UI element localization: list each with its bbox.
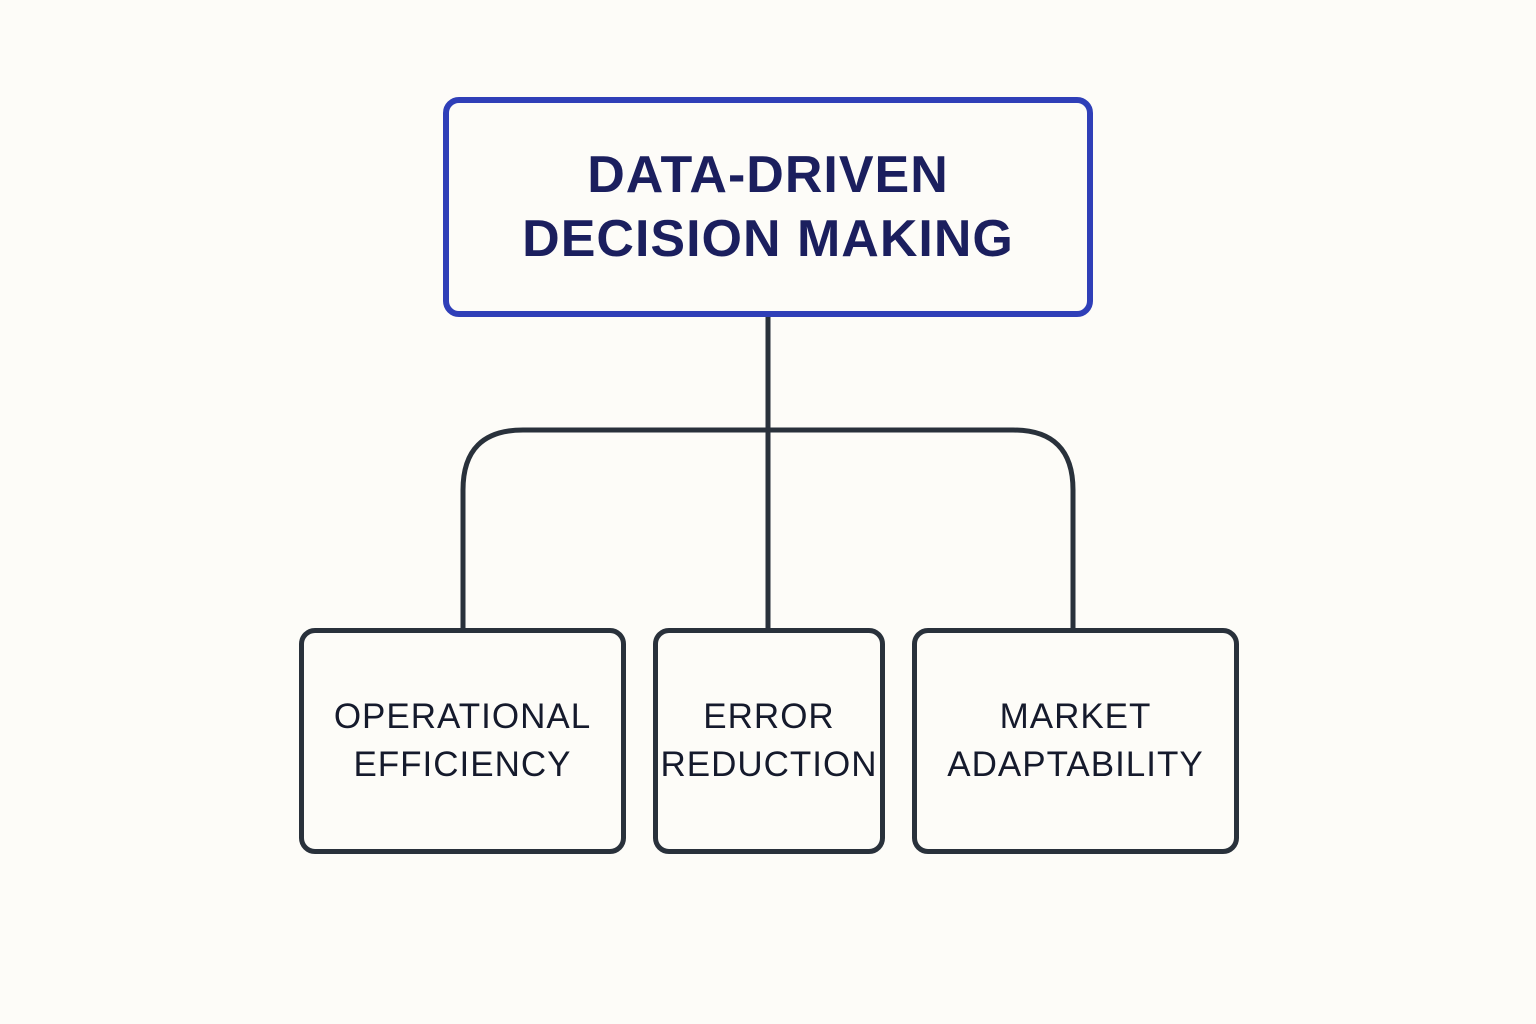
child-label-line2: EFFICIENCY (353, 745, 572, 784)
root-title-line2: DECISION MAKING (522, 210, 1014, 268)
connector-branch (460, 427, 1076, 628)
child-label-line2: ADAPTABILITY (947, 745, 1204, 784)
child-label-line1: ERROR (703, 697, 835, 736)
child-node-error-reduction: ERROR REDUCTION (653, 628, 885, 854)
child-label-line1: MARKET (999, 697, 1152, 736)
root-node-data-driven-decision-making: DATA-DRIVEN DECISION MAKING (443, 97, 1093, 317)
child-node-market-adaptability: MARKET ADAPTABILITY (912, 628, 1239, 854)
child-label-line1: OPERATIONAL (333, 697, 592, 736)
root-title-line1: DATA-DRIVEN (587, 146, 949, 204)
child-node-operational-efficiency: OPERATIONAL EFFICIENCY (299, 628, 626, 854)
child-label-line2: REDUCTION (660, 745, 878, 784)
